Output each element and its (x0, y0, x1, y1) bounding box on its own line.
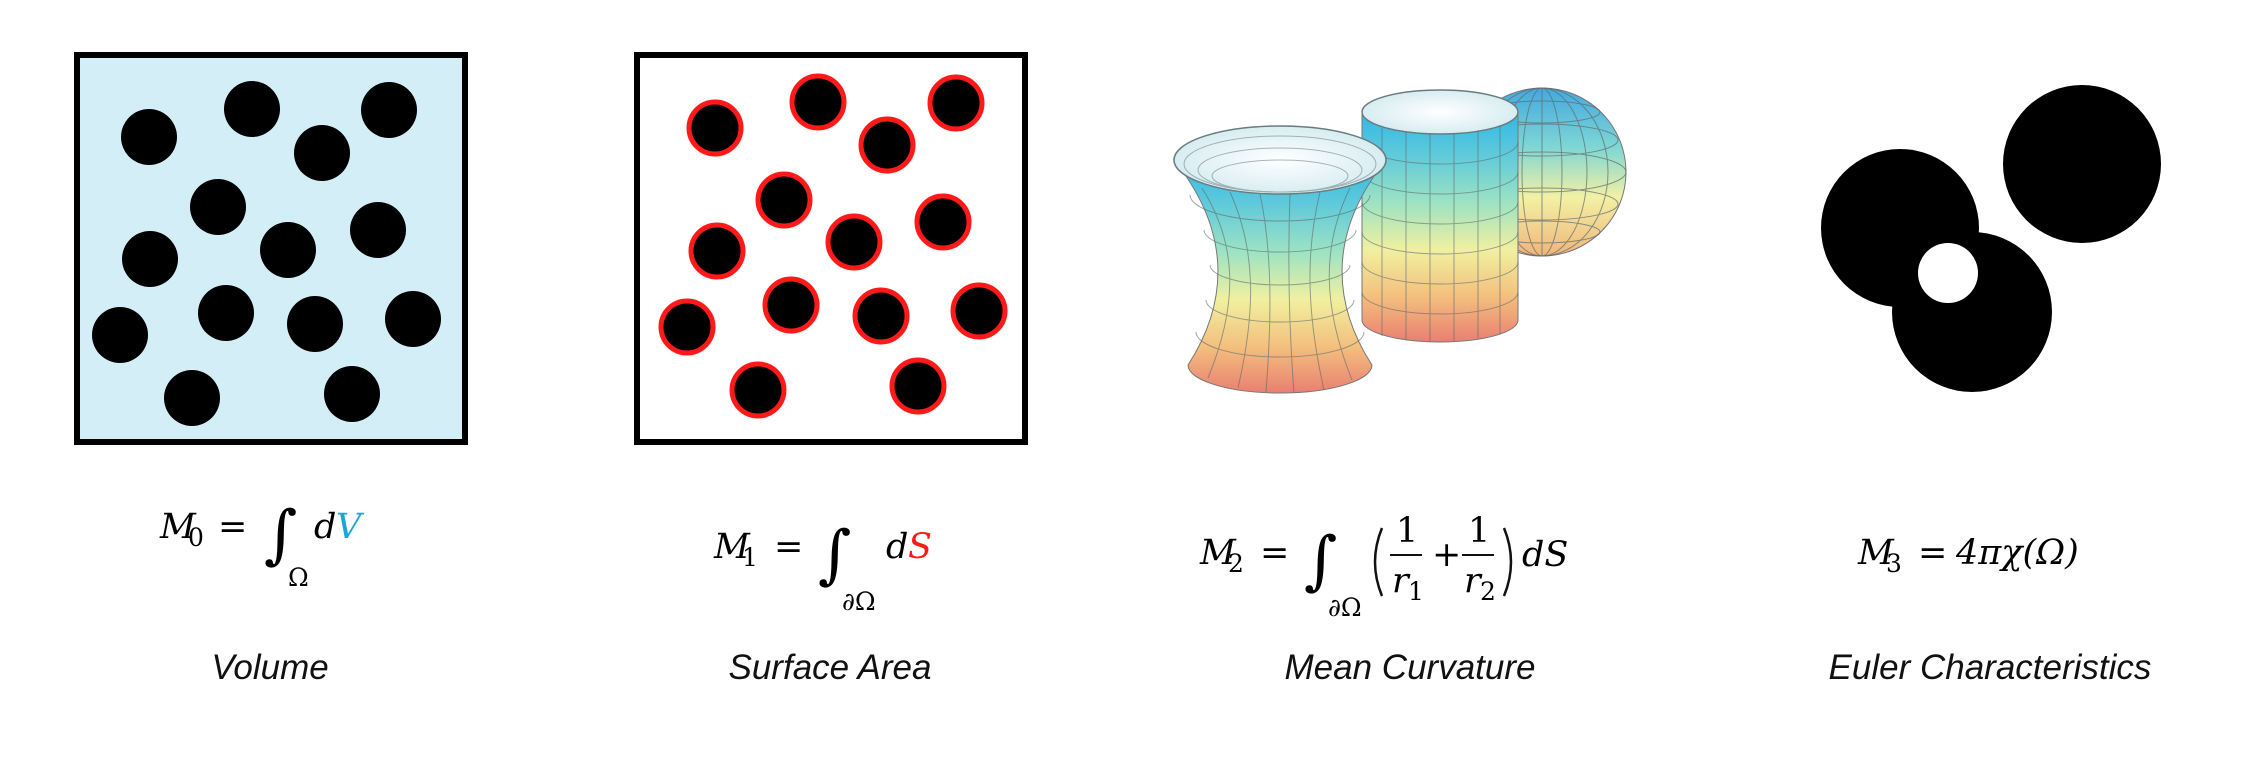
formula-symbol: M (1857, 533, 1895, 573)
formula-subscript: 2 (1228, 549, 1244, 578)
volume-formula: M 0 = ∫ Ω d V (159, 490, 400, 600)
formula-equals: = (774, 527, 803, 567)
formula-subscript: 1 (742, 543, 758, 572)
integral-sign: ∫ (818, 518, 851, 592)
formula-domain: Ω (288, 563, 309, 592)
ringed-particle (658, 298, 716, 356)
formula-symbol: M (1199, 533, 1237, 573)
curvature-surfaces (1172, 87, 1627, 394)
surface-area-box (634, 52, 1028, 445)
formula-subscript: 3 (1886, 549, 1902, 578)
particle (224, 81, 280, 137)
particle (198, 285, 254, 341)
caption-surface-area: Surface Area (728, 648, 932, 687)
formula-symbol: M (159, 507, 197, 547)
right-paren (1502, 527, 1513, 597)
mean-curvature-formula: M 2 = ∫ ∂Ω 1 r 1 + 1 r 2 dS (1199, 500, 1620, 630)
formula-equals: = (1260, 533, 1289, 573)
solid-disk (2003, 85, 2161, 243)
ringed-particle (688, 222, 746, 280)
particle (260, 222, 316, 278)
particle (122, 231, 178, 287)
ringed-particle (729, 361, 787, 419)
mean-curvature-panel (1160, 60, 1660, 440)
particle (287, 296, 343, 352)
formula-domain: ∂Ω (1328, 593, 1362, 622)
particle (385, 291, 441, 347)
ringed-particle (852, 287, 910, 345)
formula-rhs: 4πχ(Ω) (1955, 533, 2079, 573)
formula-subscript: 0 (188, 523, 204, 552)
volume-box (74, 52, 468, 445)
caption-mean-curvature: Mean Curvature (1284, 648, 1536, 687)
ringed-particle (914, 193, 972, 251)
formula-equals: = (218, 507, 247, 547)
ringed-particle (825, 213, 883, 271)
fraction-numerator-1: 1 (1396, 511, 1418, 551)
formula-differential: d (314, 507, 336, 547)
formula-dS: dS (1522, 535, 1568, 575)
formula-domain: ∂Ω (842, 587, 876, 616)
hole (1918, 243, 1978, 303)
cylinder-surface (1361, 89, 1519, 343)
integral-sign: ∫ (264, 498, 297, 572)
formula-plus: + (1432, 535, 1461, 575)
formula-symbol: M (713, 527, 751, 567)
particle (294, 125, 350, 181)
caption-volume: Volume (211, 648, 329, 687)
ringed-particle (858, 116, 916, 174)
euler-shapes (1821, 85, 2161, 392)
surface-area-panel (634, 52, 1028, 445)
euler-panel (1810, 70, 2170, 410)
particle (92, 307, 148, 363)
formula-variable: S (908, 527, 932, 567)
particle (350, 202, 406, 258)
surface-area-particles (658, 73, 1008, 419)
fraction-denominator-sub-2: 2 (1480, 577, 1496, 606)
volume-particles (92, 81, 441, 426)
surface-area-formula: M 1 = ∫ ∂Ω d S (713, 510, 954, 620)
particle (190, 179, 246, 235)
integral-sign: ∫ (1304, 524, 1337, 598)
ringed-particle (755, 171, 813, 229)
particle (324, 366, 380, 422)
caption-euler-characteristics: Euler Characteristics (1828, 648, 2152, 687)
euler-formula: M 3 = 4πχ(Ω) (1857, 520, 2138, 590)
ringed-particle (686, 99, 744, 157)
hyperboloid-surface (1172, 125, 1388, 394)
fraction-numerator-2: 1 (1468, 511, 1490, 551)
fraction-denominator-r: r (1392, 561, 1411, 601)
ringed-particle (927, 74, 985, 132)
particle (164, 370, 220, 426)
particle (361, 82, 417, 138)
ringed-particle (889, 357, 947, 415)
ringed-particle (950, 282, 1008, 340)
volume-panel (74, 52, 468, 445)
formula-equals: = (1918, 533, 1947, 573)
particle (121, 109, 177, 165)
formula-variable: V (336, 507, 365, 547)
formula-differential: d (886, 527, 908, 567)
ringed-particle (762, 276, 820, 334)
ringed-particle (789, 73, 847, 131)
fraction-denominator-r-2: r (1464, 561, 1483, 601)
fraction-denominator-sub-1: 1 (1408, 577, 1424, 606)
left-paren (1373, 527, 1384, 597)
